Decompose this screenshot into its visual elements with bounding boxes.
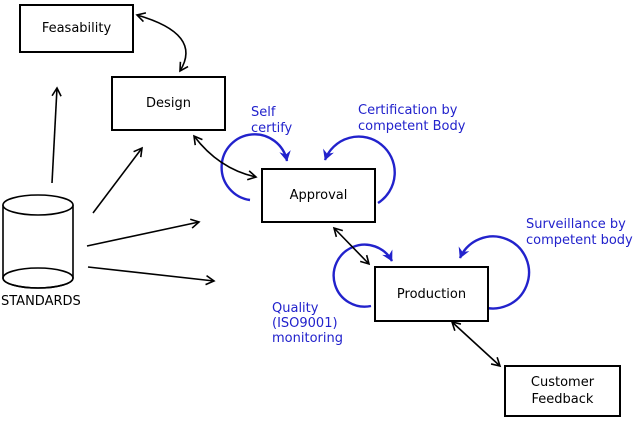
box-customer-feedback — [504, 365, 621, 417]
annotation-certification: Certification by competent Body — [358, 103, 466, 134]
annotation-quality-monitoring: Quality (ISO9001) monitoring — [272, 301, 343, 346]
annotation-self-certify: Self certify — [251, 105, 293, 136]
box-production — [374, 266, 489, 322]
arrow-standards-design — [92, 146, 143, 214]
loop-surveillance — [458, 235, 531, 310]
arrow-approval-production — [332, 226, 371, 266]
arrow-standards-approval — [86, 218, 201, 247]
arrow-standards-production — [87, 266, 216, 286]
box-approval — [261, 168, 376, 223]
loop-certification — [323, 135, 396, 205]
standards-cylinder-icon — [2, 194, 74, 289]
box-feasability — [19, 4, 134, 53]
arrow-feasability-design — [135, 12, 189, 73]
arrow-design-approval — [193, 134, 258, 181]
arrow-standards-feasability — [51, 86, 62, 184]
annotation-surveillance: Surveillance by competent body — [526, 217, 633, 248]
arrow-production-feedback — [450, 320, 502, 368]
box-design — [111, 76, 226, 131]
standards-label: STANDARDS — [1, 294, 81, 309]
